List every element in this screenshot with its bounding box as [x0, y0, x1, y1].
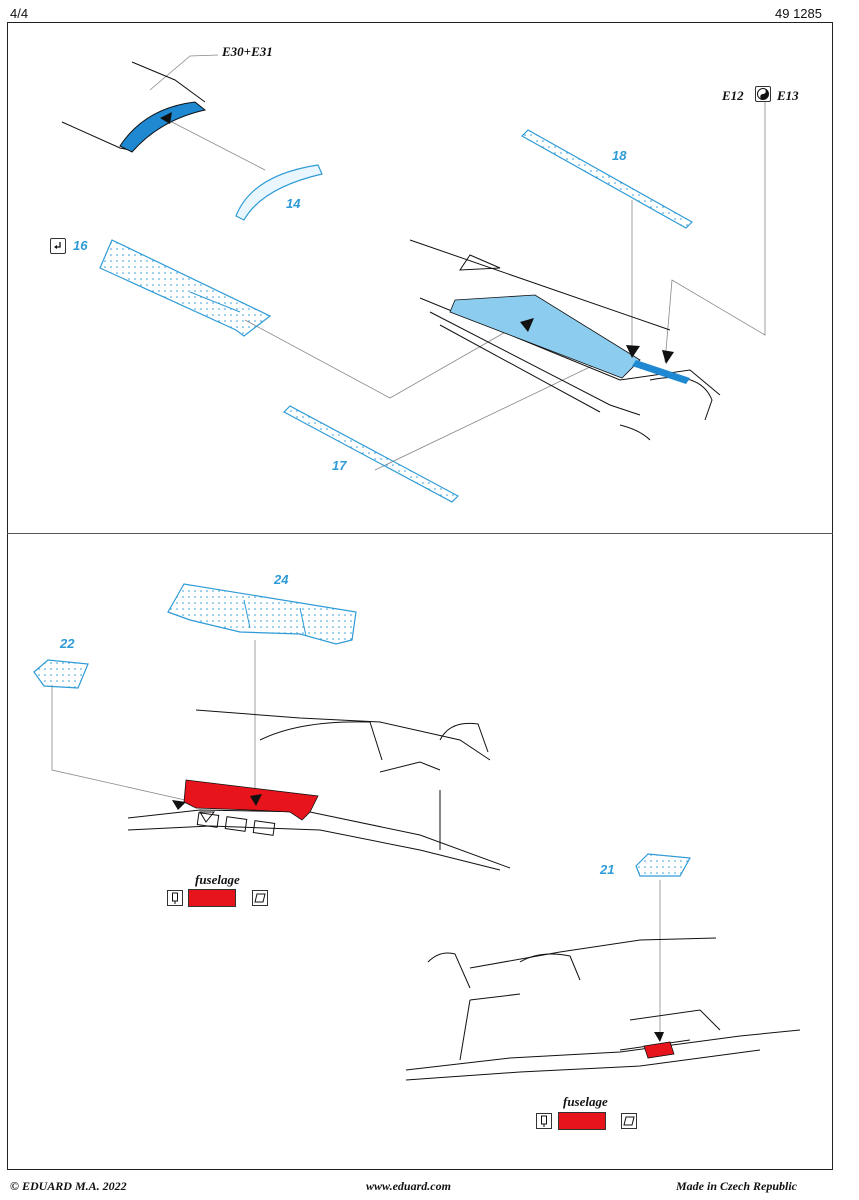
part-18: [521, 129, 693, 229]
fuselage-left-view: [127, 709, 511, 871]
part-number-17: 17: [332, 458, 347, 473]
part-number-14: 14: [286, 196, 301, 211]
red-color-swatch: [188, 889, 236, 907]
leader-lines-bottom: [51, 640, 661, 1040]
footer-copyright: © EDUARD M.A. 2022: [10, 1179, 127, 1193]
part-14: [235, 164, 323, 221]
parallelogram-icon: [621, 1113, 637, 1129]
part-number-21: 21: [600, 862, 615, 877]
part-21: [635, 853, 691, 877]
instruction-frame: [7, 22, 833, 1170]
red-panel-area-left: [183, 779, 319, 821]
label-e12: E12: [722, 88, 744, 103]
footer-origin: Made in Czech Republic: [676, 1179, 798, 1193]
part-22: [33, 659, 89, 689]
red-color-swatch: [558, 1112, 606, 1130]
fuselage-spine-top: [409, 239, 721, 441]
kit-number: 49 1285: [775, 6, 822, 21]
pin-icon: [167, 890, 183, 906]
yin-yang-icon: [755, 86, 771, 102]
label-e13: E13: [777, 88, 799, 103]
part-number-18: 18: [612, 148, 627, 163]
e30-e31-assembly: [61, 61, 207, 153]
fuselage-right-view: [405, 937, 801, 1081]
footer-website[interactable]: www.eduard.com: [366, 1179, 451, 1193]
pin-icon: [536, 1113, 552, 1129]
legend-right-label: fuselage: [563, 1094, 608, 1109]
part-number-16: 16: [73, 238, 88, 253]
label-e30-e31: E30+E31: [222, 44, 273, 59]
leader-lines-top: [149, 54, 766, 471]
legend-left-label: fuselage: [195, 872, 240, 887]
part-24: [167, 583, 357, 645]
blue-panel-area: [449, 294, 641, 379]
parallelogram-icon: [252, 890, 268, 906]
bend-arrow-icon: [50, 238, 66, 254]
red-panel-area-right: [643, 1041, 675, 1059]
part-number-22: 22: [60, 636, 75, 651]
part-16: [99, 239, 272, 337]
page-number: 4/4: [10, 6, 29, 21]
section-divider: [7, 533, 833, 534]
part-17: [283, 405, 459, 503]
part-number-24: 24: [274, 572, 289, 587]
